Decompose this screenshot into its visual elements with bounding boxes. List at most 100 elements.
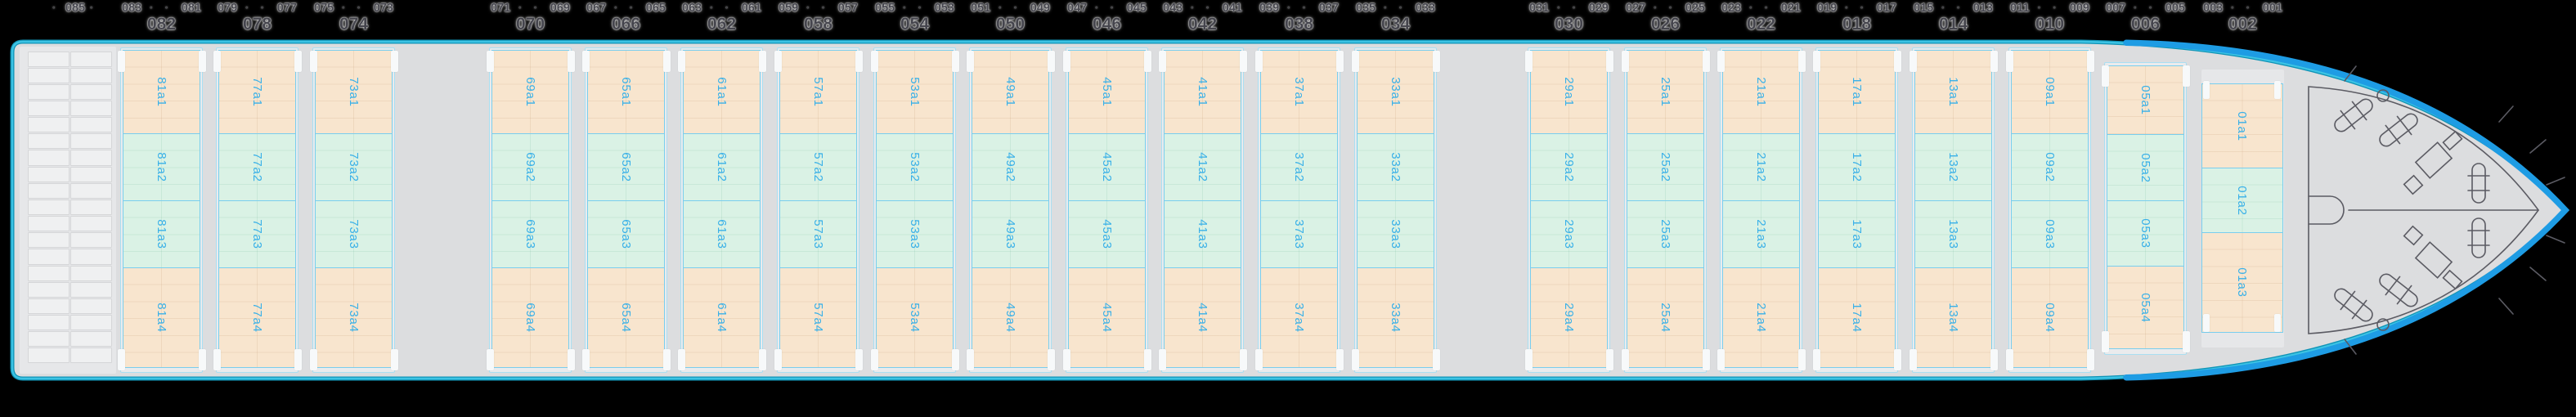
bay-cell[interactable]: 17a2 xyxy=(1818,133,1896,201)
bay-cell[interactable]: 53a3 xyxy=(876,200,954,268)
hawse-d-shape xyxy=(2308,195,2345,225)
bay-cell[interactable]: 13a2 xyxy=(1914,133,1992,201)
bay-cell[interactable]: 49a4 xyxy=(972,267,1049,368)
bay-cell[interactable]: 41a3 xyxy=(1164,200,1241,268)
stern-slot-cell xyxy=(27,166,70,182)
bay-cell[interactable]: 57a1 xyxy=(779,50,857,134)
bay-cell[interactable]: 61a3 xyxy=(683,200,761,268)
bay-cell[interactable]: 29a2 xyxy=(1530,133,1608,201)
bay-cell[interactable]: 37a4 xyxy=(1260,267,1338,368)
bay-cell-label: 41a1 xyxy=(1195,77,1209,107)
bay-cell[interactable]: 73a4 xyxy=(315,267,393,368)
bay-cell[interactable]: 49a3 xyxy=(972,200,1049,268)
bay-cell[interactable]: 73a3 xyxy=(315,200,393,268)
hatch-corner-tab xyxy=(967,349,974,370)
bay-cell[interactable]: 45a3 xyxy=(1068,200,1146,268)
bay-cell[interactable]: 77a1 xyxy=(218,50,296,134)
bay-header-odd-row: 059· ·057 xyxy=(777,2,859,15)
bay-cell[interactable]: 65a4 xyxy=(587,267,665,368)
bay-cell[interactable]: 05a2 xyxy=(2107,134,2184,201)
bay-cell[interactable]: 37a3 xyxy=(1260,200,1338,268)
bay-cell[interactable]: 29a4 xyxy=(1530,267,1608,368)
bay-cell[interactable]: 37a1 xyxy=(1260,50,1338,134)
bay-cell[interactable]: 17a4 xyxy=(1818,267,1896,368)
bay-cell[interactable]: 33a3 xyxy=(1357,200,1434,268)
bay-cell[interactable]: 13a1 xyxy=(1914,50,1992,134)
bay-cell[interactable]: 01a1 xyxy=(2201,83,2283,168)
bay-cell[interactable]: 29a1 xyxy=(1530,50,1608,134)
bay-cell[interactable]: 29a3 xyxy=(1530,200,1608,268)
bay-cell[interactable]: 09a2 xyxy=(2011,133,2089,201)
bay-cell[interactable]: 25a4 xyxy=(1627,267,1704,368)
bay-cell[interactable]: 49a1 xyxy=(972,50,1049,134)
stern-slot-cell xyxy=(27,249,70,265)
bay-cell[interactable]: 01a2 xyxy=(2201,168,2283,233)
bay-cell[interactable]: 05a4 xyxy=(2107,266,2184,349)
bay-cell[interactable]: 69a3 xyxy=(491,200,569,268)
bay-cell[interactable]: 17a3 xyxy=(1818,200,1896,268)
bay-cell[interactable]: 45a2 xyxy=(1068,133,1146,201)
bay-cell[interactable]: 33a4 xyxy=(1357,267,1434,368)
bay-cell[interactable]: 53a4 xyxy=(876,267,954,368)
bay-cell[interactable]: 41a4 xyxy=(1164,267,1241,368)
bay-cell[interactable]: 49a2 xyxy=(972,133,1049,201)
bay-cell[interactable]: 13a4 xyxy=(1914,267,1992,368)
bay-cell[interactable]: 41a1 xyxy=(1164,50,1241,134)
bay-cell[interactable]: 45a4 xyxy=(1068,267,1146,368)
bay-cell[interactable]: 21a4 xyxy=(1722,267,1800,368)
bay-cell[interactable]: 53a2 xyxy=(876,133,954,201)
bay-cell[interactable]: 09a3 xyxy=(2011,200,2089,268)
bay-cell[interactable]: 13a3 xyxy=(1914,200,1992,268)
bay-cell[interactable]: 81a1 xyxy=(123,50,200,134)
bay-number-odd-aft: 079 xyxy=(218,2,238,15)
bay-cell[interactable]: 77a4 xyxy=(218,267,296,368)
bay-cell[interactable]: 05a1 xyxy=(2107,65,2184,135)
bay-cell[interactable]: 69a2 xyxy=(491,133,569,201)
bay-cell[interactable]: 41a2 xyxy=(1164,133,1241,201)
bay-cell[interactable]: 69a4 xyxy=(491,267,569,368)
bay-cell[interactable]: 33a1 xyxy=(1357,50,1434,134)
hatch-corner-tab xyxy=(1606,51,1613,72)
bay-cell[interactable]: 09a1 xyxy=(2011,50,2089,134)
bay-number-odd-fwd: 013 xyxy=(1972,2,1993,15)
bay-cell[interactable]: 21a2 xyxy=(1722,133,1800,201)
bay-cell[interactable]: 21a3 xyxy=(1722,200,1800,268)
bay-cell[interactable]: 65a3 xyxy=(587,200,665,268)
bay-cell[interactable]: 77a3 xyxy=(218,200,296,268)
bay-cell[interactable]: 45a1 xyxy=(1068,50,1146,134)
bay-cell[interactable]: 53a1 xyxy=(876,50,954,134)
bay-cell[interactable]: 01a3 xyxy=(2201,232,2283,333)
bay-cell[interactable]: 61a1 xyxy=(683,50,761,134)
bay-cell[interactable]: 65a1 xyxy=(587,50,665,134)
bay-cell[interactable]: 81a2 xyxy=(123,133,200,201)
bay-cell[interactable]: 25a2 xyxy=(1627,133,1704,201)
bay-cell[interactable]: 65a2 xyxy=(587,133,665,201)
bay-cell[interactable]: 57a2 xyxy=(779,133,857,201)
bay-cell[interactable]: 57a4 xyxy=(779,267,857,368)
bay-cell[interactable]: 17a1 xyxy=(1818,50,1896,134)
bay-cell[interactable]: 73a2 xyxy=(315,133,393,201)
hatch-corner-tab xyxy=(2102,65,2109,87)
bay-cell[interactable]: 09a4 xyxy=(2011,267,2089,368)
bay-cell[interactable]: 25a1 xyxy=(1627,50,1704,134)
bay-cell[interactable]: 73a1 xyxy=(315,50,393,134)
bay-cell[interactable]: 21a1 xyxy=(1722,50,1800,134)
bay-cell[interactable]: 61a4 xyxy=(683,267,761,368)
hatch-corner-tab xyxy=(1063,349,1070,370)
bay-cell[interactable]: 37a2 xyxy=(1260,133,1338,201)
bay-cell[interactable]: 77a2 xyxy=(218,133,296,201)
bay-cell[interactable]: 81a4 xyxy=(123,267,200,368)
bay-cell-label: 61a1 xyxy=(714,77,729,107)
bay-number-odd-aft: 051 xyxy=(971,2,991,15)
bay-number-odd-fwd: 073 xyxy=(373,2,393,15)
bay-cell[interactable]: 05a3 xyxy=(2107,200,2184,267)
bay-cell[interactable]: 81a3 xyxy=(123,200,200,268)
bay-cell[interactable]: 61a2 xyxy=(683,133,761,201)
bay-cell[interactable]: 33a2 xyxy=(1357,133,1434,201)
bay-cell[interactable]: 57a3 xyxy=(779,200,857,268)
bay-number-odd-fwd: 041 xyxy=(1222,2,1242,15)
bay-cell[interactable]: 25a3 xyxy=(1627,200,1704,268)
bay-cell[interactable]: 69a1 xyxy=(491,50,569,134)
